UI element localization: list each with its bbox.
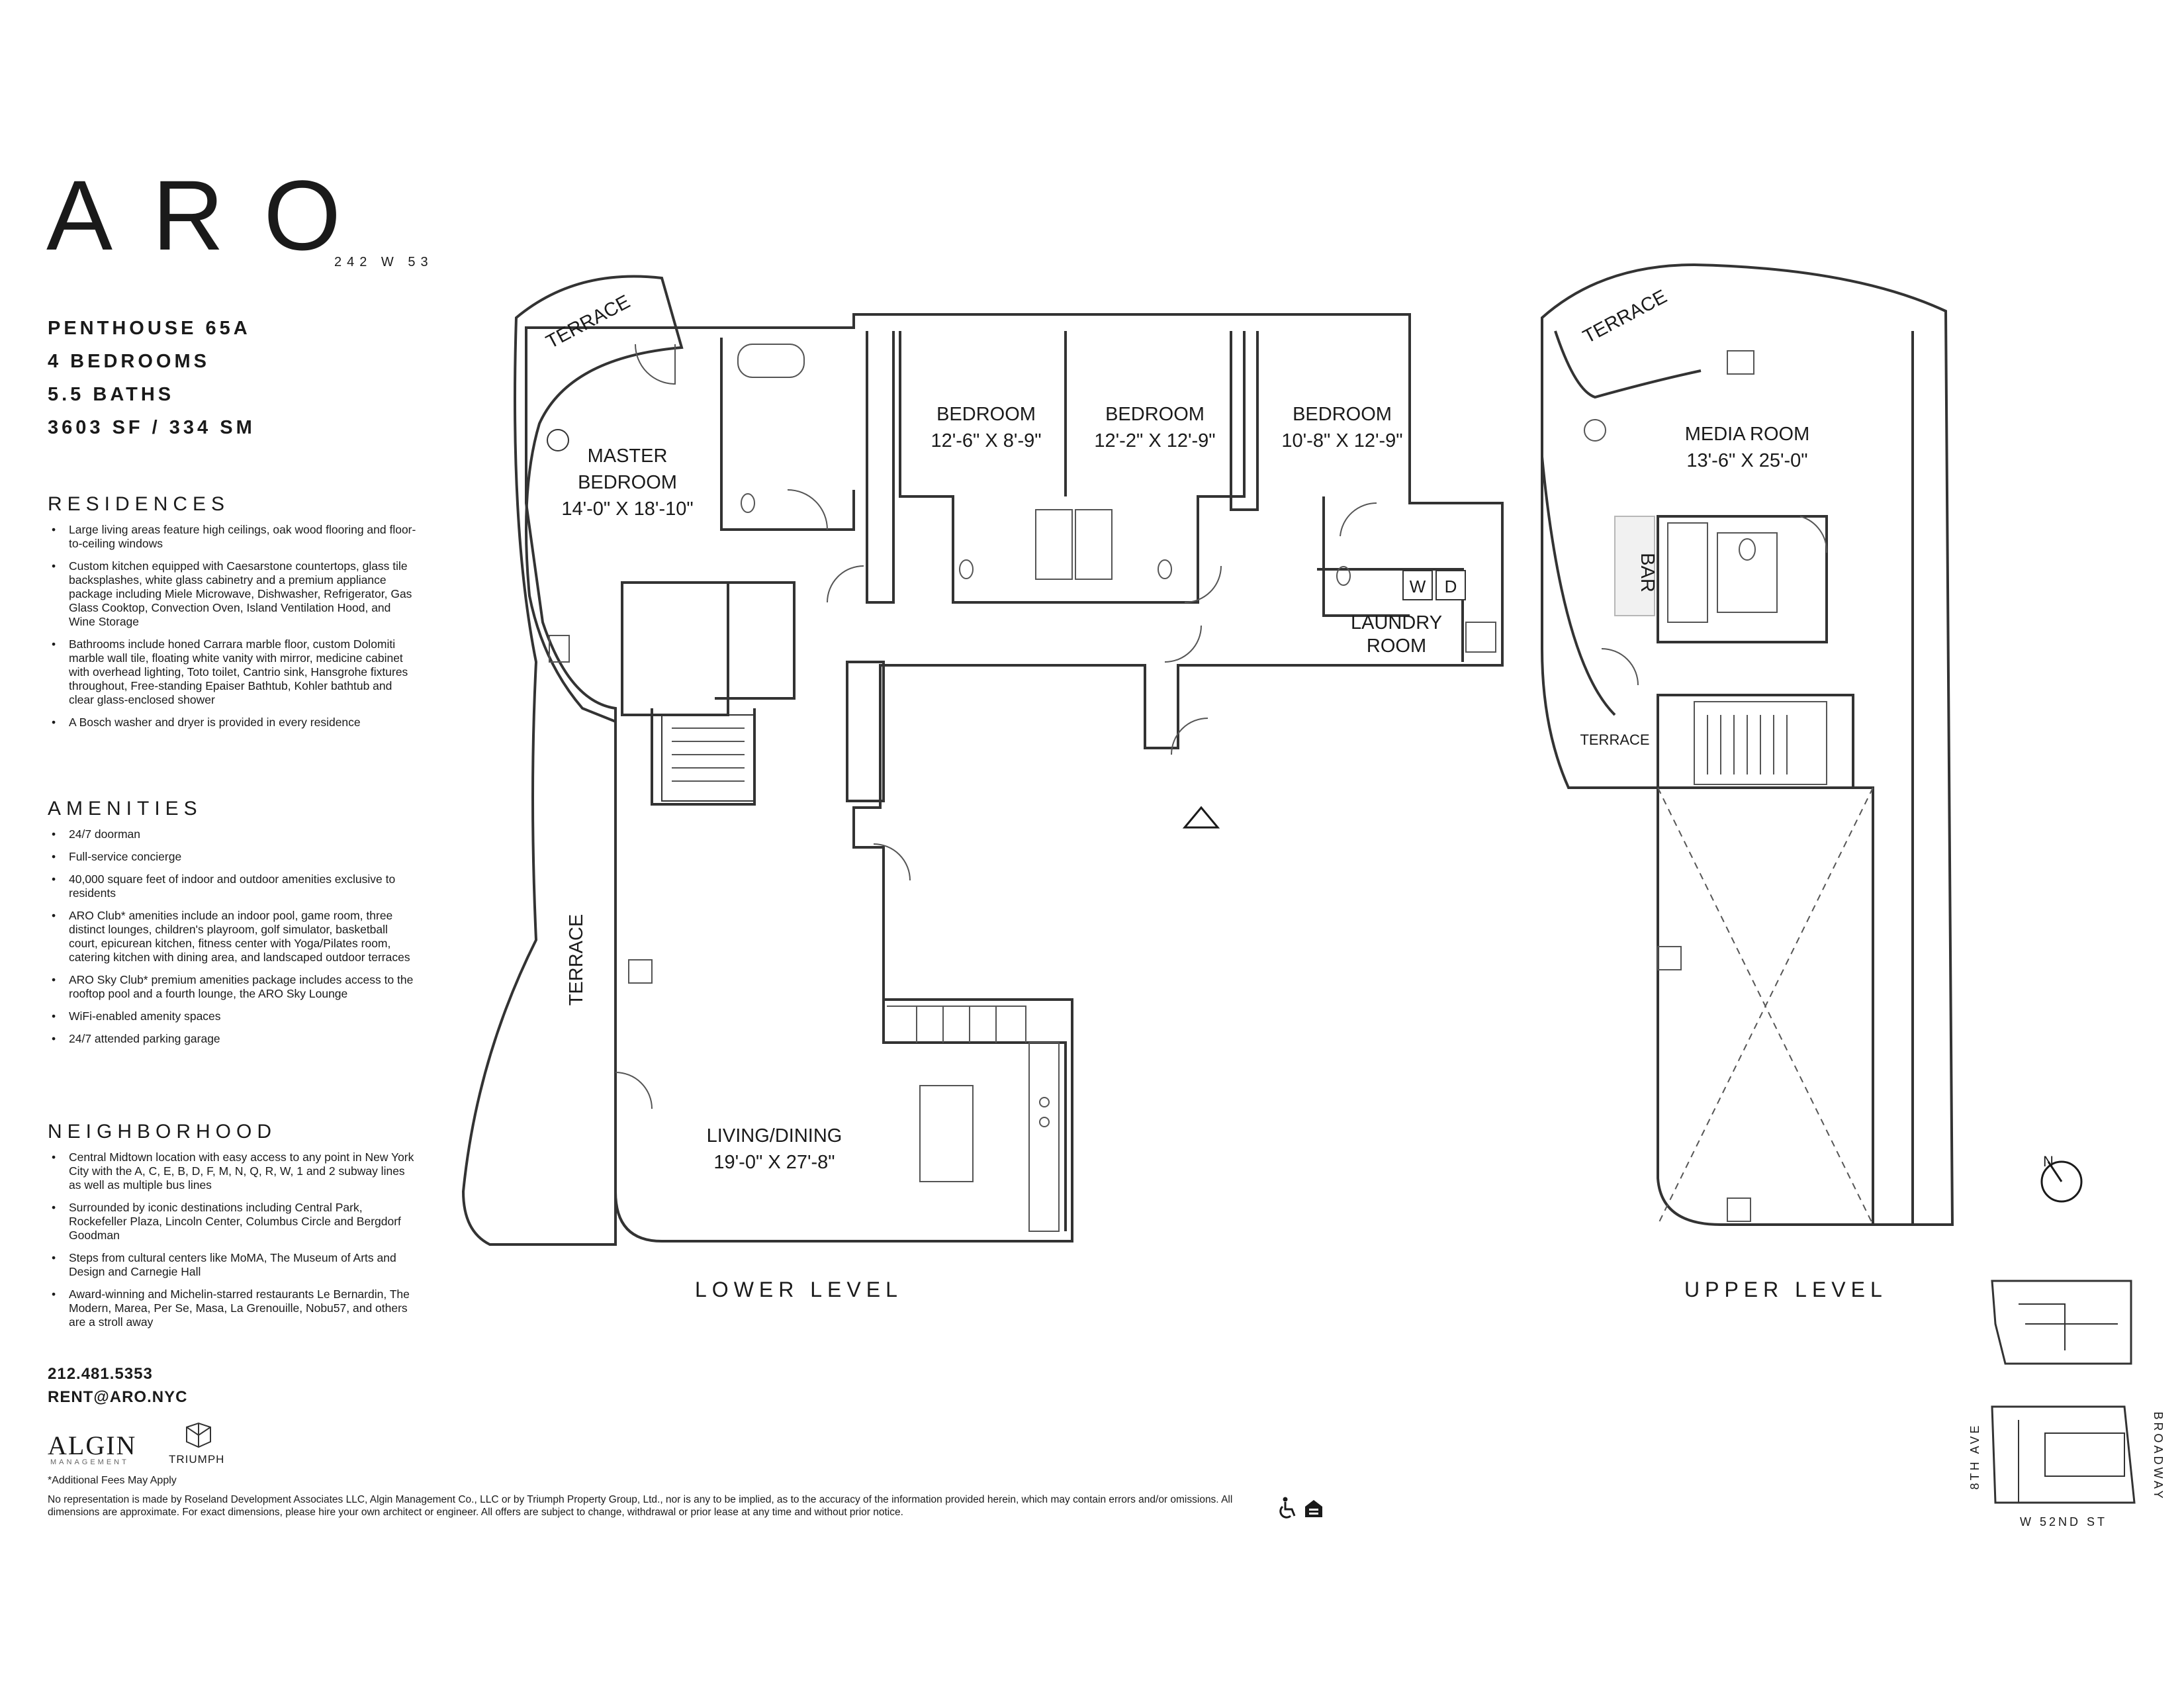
list-item: WiFi-enabled amenity spaces — [48, 1009, 418, 1023]
triumph-logo: TRIUMPH — [169, 1453, 225, 1466]
upper-terrace-side-label: TERRACE — [1580, 731, 1649, 748]
contact-phone[interactable]: 212.481.5353 — [48, 1365, 153, 1383]
master-label-2: BEDROOM — [578, 472, 677, 493]
fees-note: *Additional Fees May Apply — [48, 1475, 177, 1486]
keyplan-street: W 52ND ST — [2020, 1515, 2107, 1528]
unit-baths: 5.5 BATHS — [48, 384, 175, 405]
lower-level-title: LOWER LEVEL — [695, 1278, 903, 1301]
key-plan-icon — [1991, 1280, 2136, 1504]
contact-email[interactable]: RENT@ARO.NYC — [48, 1388, 188, 1406]
amenities-title: AMENITIES — [48, 798, 203, 820]
entry-marker-icon — [1182, 806, 1220, 829]
lower-terrace-outline — [461, 275, 684, 1246]
media-room-dimensions: 13'-6" X 25'-0" — [1686, 450, 1807, 471]
laundry-label-1: LAUNDRY — [1351, 612, 1442, 633]
list-item: Custom kitchen equipped with Caesarstone… — [48, 559, 418, 629]
list-item: 40,000 square feet of indoor and outdoor… — [48, 872, 418, 900]
lower-exterior-wall — [525, 313, 1504, 1243]
bedroom-2-dimensions: 12'-2" X 12'-9" — [1094, 430, 1215, 451]
list-item: Large living areas feature high ceilings… — [48, 523, 418, 551]
unit-size: 3603 SF / 334 SM — [48, 417, 255, 438]
residences-list: Large living areas feature high ceilings… — [48, 523, 418, 738]
list-item: Award-winning and Michelin-starred resta… — [48, 1288, 418, 1329]
upper-level-title: UPPER LEVEL — [1684, 1278, 1888, 1301]
bedroom-3-dimensions: 10'-8" X 12'-9" — [1281, 430, 1402, 451]
bedroom-1-label: BEDROOM — [936, 404, 1036, 425]
building-address: 242 W 53 — [334, 255, 433, 269]
list-item: ARO Club* amenities include an indoor po… — [48, 909, 418, 964]
living-label: LIVING/DINING — [707, 1125, 842, 1147]
list-item: 24/7 doorman — [48, 827, 418, 841]
list-item: Central Midtown location with easy acces… — [48, 1150, 418, 1192]
unit-name: PENTHOUSE 65A — [48, 318, 251, 339]
bar-label: BAR — [1637, 553, 1658, 592]
washer-label: W — [1410, 577, 1426, 596]
neighborhood-title: NEIGHBORHOOD — [48, 1121, 277, 1143]
upper-terrace-top-label: TERRACE — [1580, 286, 1670, 348]
list-item: 24/7 attended parking garage — [48, 1032, 418, 1046]
upper-exterior-wall — [1541, 263, 1954, 1226]
master-label-1: MASTER — [588, 445, 668, 467]
unit-bedrooms: 4 BEDROOMS — [48, 351, 210, 372]
list-item: Steps from cultural centers like MoMA, T… — [48, 1251, 418, 1279]
lower-terrace-top-label: TERRACE — [543, 291, 633, 353]
master-dimensions: 14'-0" X 18'-10" — [561, 498, 693, 520]
algin-logo-sub: MANAGEMENT — [50, 1458, 129, 1466]
living-dimensions: 19'-0" X 27'-8" — [713, 1152, 835, 1173]
aro-logo: ARO — [46, 160, 381, 271]
algin-logo: ALGIN — [48, 1430, 137, 1460]
bedroom-3-label: BEDROOM — [1293, 404, 1392, 425]
keyplan-broadway: BROADWAY — [2152, 1411, 2165, 1501]
bedroom-1-dimensions: 12'-6" X 8'-9" — [931, 430, 1041, 451]
list-item: A Bosch washer and dryer is provided in … — [48, 716, 418, 729]
triumph-mark-icon — [186, 1422, 211, 1448]
compass-label: N — [2043, 1153, 2054, 1170]
accessibility-housing-icon — [1279, 1497, 1322, 1519]
list-item: Surrounded by iconic destinations includ… — [48, 1201, 418, 1243]
neighborhood-list: Central Midtown location with easy acces… — [48, 1150, 418, 1338]
bedroom-2-label: BEDROOM — [1105, 404, 1205, 425]
keyplan-8th-ave: 8TH AVE — [1968, 1423, 1981, 1490]
list-item: ARO Sky Club* premium amenities package … — [48, 973, 418, 1001]
list-item: Bathrooms include honed Carrara marble f… — [48, 637, 418, 707]
dryer-label: D — [1445, 577, 1457, 596]
list-item: Full-service concierge — [48, 850, 418, 864]
media-room-label: MEDIA ROOM — [1685, 424, 1810, 445]
lower-terrace-side-label: TERRACE — [566, 914, 587, 1006]
laundry-label-2: ROOM — [1367, 635, 1426, 657]
north-compass-icon — [2040, 1160, 2083, 1203]
residences-title: RESIDENCES — [48, 493, 230, 515]
disclaimer: No representation is made by Roseland De… — [48, 1494, 1233, 1518]
amenities-list: 24/7 doorman Full-service concierge 40,0… — [48, 827, 418, 1055]
